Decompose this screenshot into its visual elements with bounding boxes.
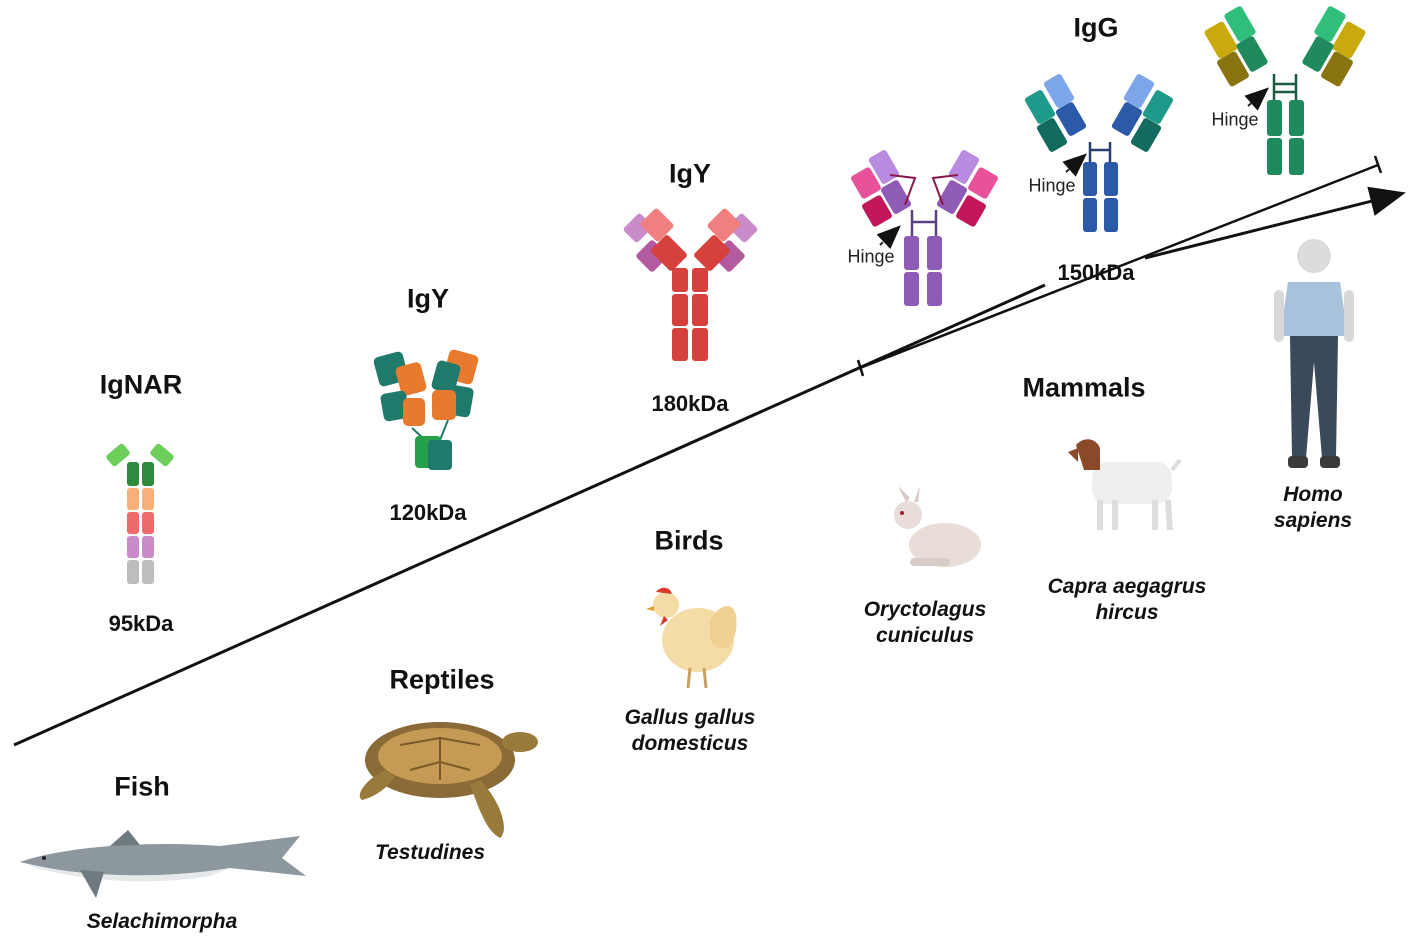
ab-mass-ignar: 95kDa	[108, 611, 174, 636]
species-rabbit-line1: Oryctolagus	[863, 598, 987, 621]
species-goat: Capra aegagrus hircus	[1048, 574, 1207, 626]
species-rabbit: Oryctolagus cuniculus	[864, 597, 987, 649]
group-birds: Birds	[654, 525, 724, 556]
species-goat-line1: Capra aegagrus	[1047, 575, 1207, 598]
hinge-label-rabbit: Hinge	[847, 246, 895, 267]
shark-illustration	[20, 830, 306, 898]
species-reptiles: Testudines	[374, 841, 486, 864]
ab-mass-igg: 150kDa	[1057, 260, 1135, 285]
igy-reptile-antibody	[373, 349, 479, 470]
mammal-igg-bracket	[856, 155, 1383, 377]
species-rabbit-line2: cuniculus	[875, 624, 975, 647]
igg-goat-antibody	[1024, 74, 1174, 232]
ignar-antibody	[106, 443, 174, 584]
ab-name-igg: IgG	[1073, 12, 1119, 43]
igg-rabbit-antibody	[851, 150, 998, 306]
species-human-line1: Homo	[1283, 483, 1343, 506]
chicken-illustration	[646, 587, 737, 689]
species-fish: Selachimorpha	[86, 910, 238, 933]
species-human-line2: sapiens	[1273, 509, 1353, 532]
ab-mass-igy-bird: 180kDa	[651, 391, 729, 416]
igg-human-antibody	[1204, 6, 1366, 175]
ab-name-igy-bird: IgY	[668, 158, 712, 189]
ab-name-igy-reptile: IgY	[406, 283, 450, 314]
group-fish: Fish	[114, 771, 170, 802]
species-birds-line2: domesticus	[631, 732, 749, 755]
group-mammals: Mammals	[1022, 372, 1146, 403]
human-illustration	[1274, 239, 1354, 468]
hinge-label-human: Hinge	[1211, 109, 1259, 130]
hinge-label-goat: Hinge	[1028, 175, 1076, 196]
evolution-arrow	[13, 283, 1046, 747]
species-birds: Gallus gallus domesticus	[625, 705, 756, 757]
group-reptiles: Reptiles	[389, 664, 495, 695]
rabbit-illustration	[894, 486, 981, 567]
evolution-arrow-upper	[1144, 186, 1406, 260]
goat-illustration	[1068, 439, 1182, 531]
species-goat-line2: hircus	[1095, 601, 1159, 624]
igy-bird-antibody	[623, 208, 758, 361]
species-human: Homo sapiens	[1274, 482, 1352, 534]
ab-mass-igy-reptile: 120kDa	[389, 500, 467, 525]
species-birds-line1: Gallus gallus	[624, 706, 756, 729]
turtle-illustration	[359, 722, 538, 838]
ab-name-ignar: IgNAR	[99, 369, 183, 400]
